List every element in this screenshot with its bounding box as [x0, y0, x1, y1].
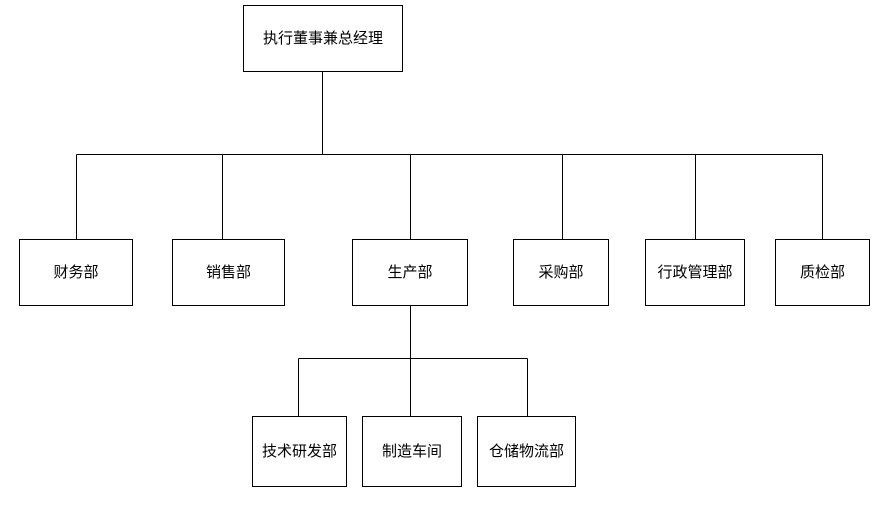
org-node-sales: 销售部 [172, 239, 285, 306]
org-node-ceo: 执行董事兼总经理 [243, 5, 403, 72]
org-node-purchasing: 采购部 [513, 239, 609, 306]
org-node-finance: 财务部 [19, 239, 133, 306]
org-node-production: 生产部 [352, 239, 468, 306]
org-node-quality: 质检部 [775, 239, 870, 306]
org-node-logistics: 仓储物流部 [477, 416, 576, 487]
org-node-workshop: 制造车间 [362, 416, 462, 487]
org-node-rnd: 技术研发部 [252, 416, 347, 487]
org-node-admin: 行政管理部 [645, 239, 745, 306]
